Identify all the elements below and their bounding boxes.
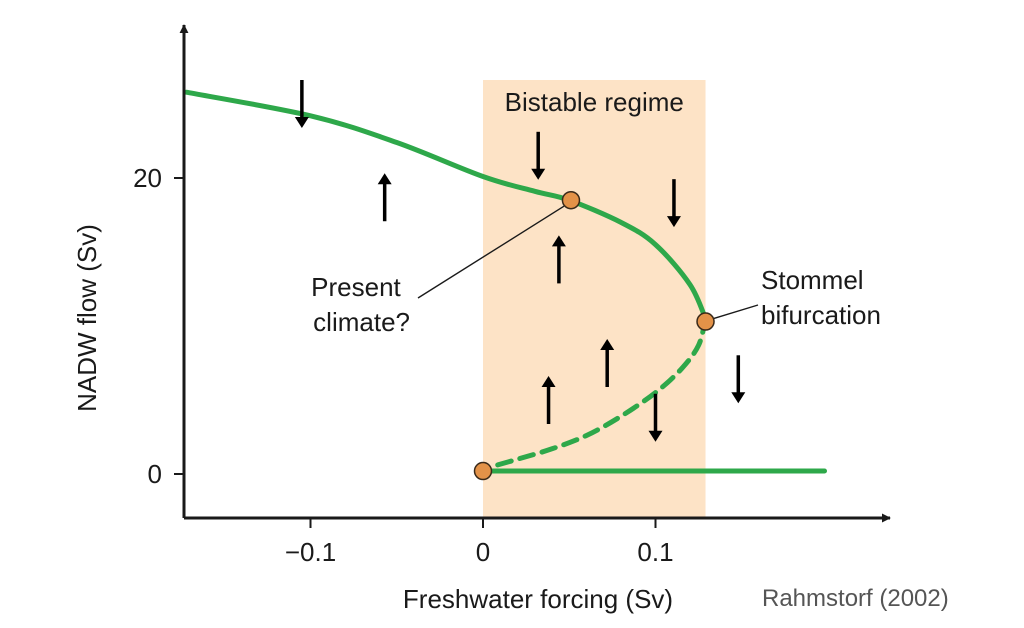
- y-tick-label: 0: [148, 459, 162, 489]
- region-label: Bistable regime: [505, 87, 684, 117]
- y-tick-label: 20: [133, 163, 162, 193]
- credit-text: Rahmstorf (2002): [762, 585, 949, 612]
- flow-arrow-down: [648, 393, 663, 442]
- flow-arrow-down: [666, 179, 681, 228]
- flow-arrow-head: [648, 430, 663, 442]
- flow-arrow-head: [541, 376, 556, 387]
- present-climate-line-2: climate?: [313, 307, 410, 337]
- flow-arrow-up: [551, 235, 566, 284]
- stommel-bifurcation-annotation: Stommel bifurcation: [761, 265, 881, 330]
- flow-arrow-down: [531, 131, 546, 180]
- stommel-bifurcation-leader: [713, 304, 759, 320]
- stommel-bifurcation-line-2: bifurcation: [761, 300, 881, 330]
- flow-arrow-up: [541, 376, 556, 424]
- x-axis-label: Freshwater forcing (Sv): [403, 584, 673, 614]
- flow-arrow-down: [731, 355, 746, 404]
- y-axis-label: NADW flow (Sv): [72, 224, 102, 412]
- flow-arrow-head: [531, 168, 546, 180]
- flow-arrow-head: [731, 392, 746, 404]
- stommel-bifurcation-line-1: Stommel: [761, 265, 864, 295]
- off-state-point: [473, 461, 493, 481]
- present-climate-annotation: Present climate?: [311, 272, 410, 337]
- flow-arrow-head: [666, 216, 681, 228]
- stommel-bifurcation-point: [696, 312, 715, 331]
- x-tick-label: 0.1: [637, 537, 673, 567]
- upper-stable-branch: [183, 89, 708, 322]
- flow-arrow-head: [551, 235, 566, 247]
- flow-arrow-head: [377, 173, 392, 185]
- present-climate-leader: [417, 205, 565, 299]
- x-tick-label: 0: [476, 537, 490, 567]
- flow-arrow-down: [294, 80, 309, 128]
- flow-arrow-up: [377, 173, 392, 222]
- flow-arrow-head: [600, 339, 615, 350]
- flow-arrow-up: [600, 339, 615, 387]
- present-climate-point: [561, 190, 581, 210]
- bistable-region: [483, 80, 706, 518]
- x-tick-label: −0.1: [285, 537, 336, 567]
- present-climate-line-1: Present: [311, 272, 401, 302]
- flow-arrow-head: [294, 117, 309, 128]
- unstable-branch: [489, 316, 708, 470]
